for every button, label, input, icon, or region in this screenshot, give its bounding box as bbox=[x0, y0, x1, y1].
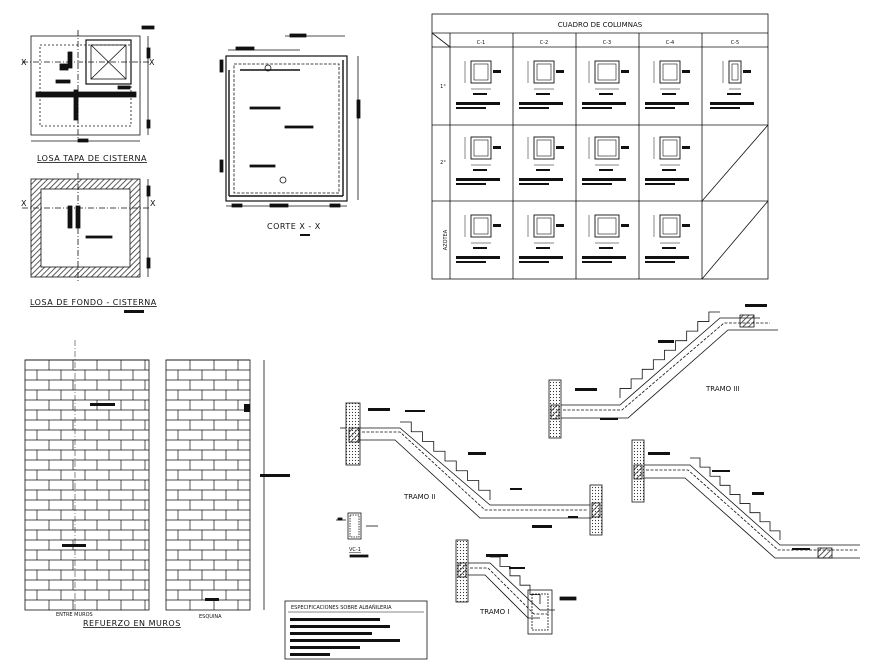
column-section-drawing bbox=[582, 60, 629, 109]
losa-tapa-plan bbox=[22, 25, 155, 143]
scale-bar bbox=[124, 310, 144, 313]
column-section-drawing bbox=[519, 214, 564, 263]
column-section-drawing bbox=[519, 136, 564, 185]
column-section-drawing bbox=[519, 60, 564, 109]
row-header-1: 1° bbox=[440, 84, 446, 90]
tramo-ii-label: TRAMO II bbox=[403, 493, 436, 501]
column-section-drawing bbox=[645, 136, 690, 185]
column-section-drawing bbox=[456, 60, 501, 109]
col-header-c2: C-2 bbox=[540, 40, 548, 46]
especificaciones-title: ESPECIFICACIONES SOBRE ALBAÑILERIA bbox=[291, 604, 392, 611]
stair-annotations bbox=[368, 304, 810, 569]
cuadro-title: CUADRO DE COLUMNAS bbox=[558, 21, 643, 29]
tramo-i-label: TRAMO I bbox=[479, 608, 509, 616]
scale-bar bbox=[300, 234, 310, 236]
vc1-label: VC-1 bbox=[349, 547, 361, 553]
corte-section bbox=[219, 33, 361, 208]
cuadro-columnas-table bbox=[431, 13, 769, 280]
section-mark-right-2: X bbox=[150, 199, 156, 208]
section-mark-left: X bbox=[21, 58, 27, 67]
esquina-label: ESQUINA bbox=[199, 614, 222, 620]
col-header-c3: C-3 bbox=[603, 40, 611, 46]
section-mark-right: X bbox=[149, 58, 155, 67]
stair-tramo-iii bbox=[548, 311, 778, 439]
losa-fondo-plan bbox=[22, 173, 151, 283]
column-section-drawing bbox=[645, 214, 690, 263]
muro-esquina bbox=[165, 359, 290, 611]
column-section-cells bbox=[456, 60, 754, 263]
column-section-drawing bbox=[582, 214, 629, 263]
column-section-drawing bbox=[456, 136, 501, 185]
muro-entre-muros bbox=[24, 340, 150, 612]
col-header-c1: C-1 bbox=[477, 40, 485, 46]
vc1-detail bbox=[336, 512, 378, 558]
column-section-drawing bbox=[645, 60, 690, 109]
corte-title: CORTE X - X bbox=[267, 222, 321, 231]
row-header-azotea: AZOTEA bbox=[443, 229, 449, 250]
stair-tramo-lower bbox=[631, 439, 860, 559]
col-header-c4: C-4 bbox=[666, 40, 674, 46]
entre-muros-label: ENTRE MUROS bbox=[56, 612, 93, 618]
column-section-drawing bbox=[582, 136, 629, 185]
stair-tramo-ii bbox=[340, 402, 603, 536]
column-section-drawing bbox=[710, 60, 754, 109]
especificaciones-box bbox=[284, 600, 428, 660]
row-header-2: 2° bbox=[440, 160, 446, 166]
losa-fondo-title: LOSA DE FONDO - CISTERNA bbox=[30, 298, 157, 307]
column-section-drawing bbox=[456, 214, 501, 263]
refuerzo-title: REFUERZO EN MUROS bbox=[83, 619, 181, 628]
tramo-iii-label: TRAMO III bbox=[705, 385, 740, 393]
col-header-c5: C-5 bbox=[731, 40, 739, 46]
stair-tramo-i bbox=[455, 539, 577, 635]
losa-tapa-title: LOSA TAPA DE CISTERNA bbox=[37, 154, 147, 163]
section-mark-left-2: X bbox=[21, 199, 27, 208]
